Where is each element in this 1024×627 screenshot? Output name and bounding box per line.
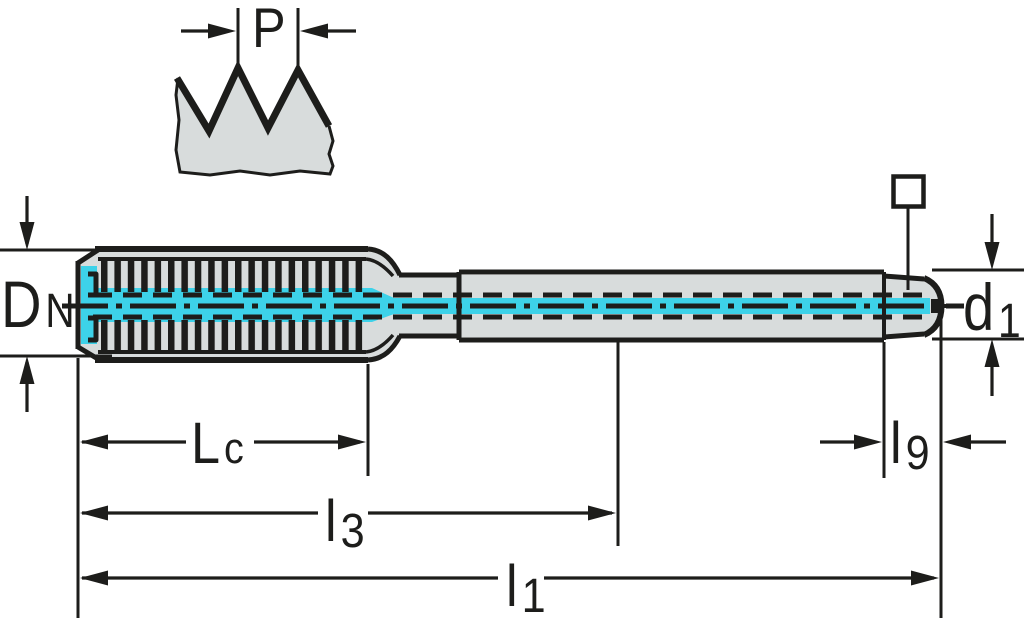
l9-dimension: l 9 [820,342,1006,480]
thread-profile-detail: P [174,0,356,177]
l9-arrowhead-right [943,434,971,450]
neck-curve-top-inner [365,257,395,278]
nominal-diameter-label: D N [1,268,75,341]
pitch-label-main: P [252,0,286,60]
thread-hatch-top [100,261,366,292]
shank-diameter-label: d 1 [963,271,1021,348]
front-chamfer-top [76,247,100,266]
shank-diameter-label-sub: 1 [998,295,1021,348]
l9-arrowhead-left [854,434,882,450]
tool-drawing [62,246,964,363]
thread-length-label-main: L [191,410,220,475]
pitch-arrowhead-left [208,23,236,39]
l3-arrowhead-left [80,505,108,521]
overall-length-label: l 1 [506,553,546,622]
l3-dimension: l 3 [80,342,620,558]
length-dimensions: L c l 3 l 1 [76,308,1006,623]
first-tooth-mark-upper [88,271,99,298]
pitch-label: P [252,0,286,60]
dn-dimension: D N [0,196,112,412]
length-l3-label-sub: 3 [341,504,365,558]
l1-arrowhead-left [80,570,108,586]
square-length-label: l 9 [890,410,930,479]
square-bottom-edge [883,331,925,340]
l1-arrowhead-right [911,570,939,586]
shank [399,269,884,343]
d1-arrowhead-bottom [984,339,1000,367]
l3-arrowhead-right [588,505,616,521]
thread-profile-flanks [174,59,333,139]
overall-length-label-sub: 1 [522,569,546,623]
thread-profile-shape [176,68,333,175]
neck-curve-bottom-inner [365,333,395,354]
overall-length-label-main: l [506,553,518,618]
nominal-diameter-label-sub: N [45,285,74,338]
square-drive-callout [891,174,926,290]
square-drive-icon [891,174,926,209]
length-l3-label: l 3 [325,488,365,557]
thread-length-label-sub: c [224,423,244,472]
neck-curve-top-outer [367,246,403,277]
square-length-label-sub: 9 [906,426,930,480]
length-l3-label-main: l [325,488,337,553]
tool-outlines [75,246,945,363]
square-top-edge [883,273,925,282]
first-tooth-mark-lower [88,315,99,343]
nominal-diameter-label-main: D [1,268,42,341]
square-length-label-main: l [890,410,902,475]
pitch-dimension: P [181,0,356,72]
d1-dimension: d 1 [932,214,1024,396]
thread-hatch-bottom [100,320,366,351]
lc-dimension: L c [80,364,370,476]
shank-diameter-label-main: d [963,271,994,344]
d1-arrowhead-top [984,242,1000,270]
thread-section [98,257,366,354]
thread-profile-break-edge [174,77,335,177]
l1-dimension: l 1 [80,308,943,623]
center-bore-mark [931,299,939,313]
neck-curve-bottom-outer [367,334,403,363]
dn-arrowhead-bottom [19,356,35,384]
lc-arrowhead-left [80,434,108,450]
pitch-arrowhead-right [300,23,328,39]
lc-arrowhead-right [338,434,366,450]
dn-arrowhead-top [19,222,35,250]
thread-length-label: L c [191,410,244,475]
